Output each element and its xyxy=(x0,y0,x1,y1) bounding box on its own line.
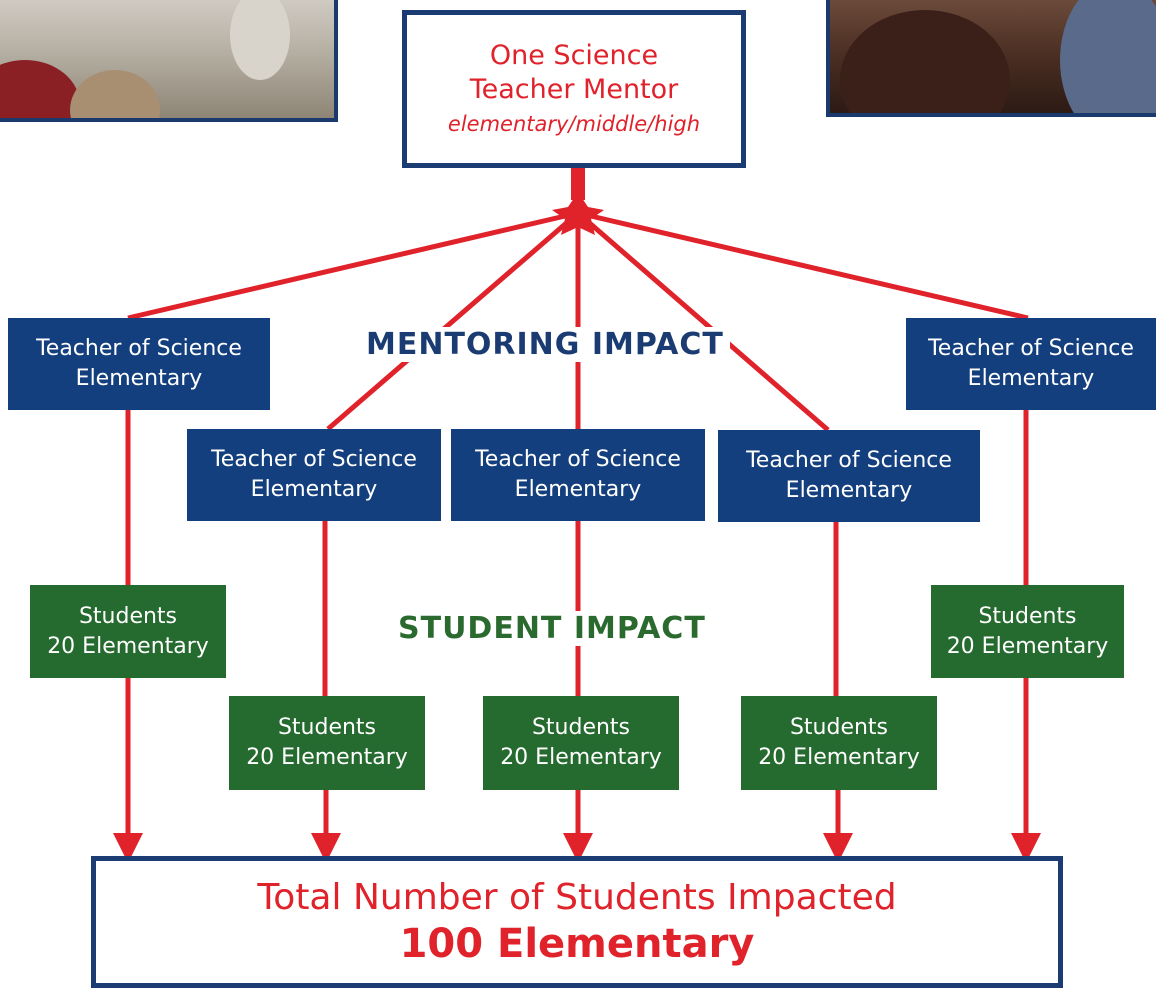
students-box-2: Students 20 Elementary xyxy=(229,696,425,790)
teacher-box-1: Teacher of Science Elementary xyxy=(8,318,270,410)
connector-hub-teacher-1 xyxy=(127,210,579,321)
mentor-title-line-2: Teacher Mentor xyxy=(469,74,679,105)
students-label: Students xyxy=(531,715,631,740)
photo-figure-left xyxy=(0,60,80,118)
mentor-title-line-1: One Science xyxy=(489,40,659,71)
mentoring-impact-heading: MENTORING IMPACT xyxy=(360,327,730,362)
classroom-photo-left xyxy=(0,0,338,122)
teacher-box-3: Teacher of Science Elementary xyxy=(451,429,705,521)
connector-hub-teacher-4 xyxy=(576,211,830,432)
connector-hub-teacher-2 xyxy=(326,211,580,431)
teacher-title: Teacher of Science xyxy=(211,447,417,472)
students-count: 20 Elementary xyxy=(47,633,209,659)
photo-figure-right xyxy=(230,0,290,80)
students-box-4: Students 20 Elementary xyxy=(741,696,937,790)
teacher-level: Elementary xyxy=(967,366,1095,391)
photo-figure-center xyxy=(70,70,160,118)
students-box-5: Students 20 Elementary xyxy=(931,585,1124,678)
students-box-1: Students 20 Elementary xyxy=(30,585,226,678)
students-label: Students xyxy=(78,603,178,629)
students-box-3: Students 20 Elementary xyxy=(483,696,679,790)
teacher-title: Teacher of Science xyxy=(475,447,681,472)
mentor-box: One Science Teacher Mentor elementary/mi… xyxy=(402,10,746,168)
total-value: 100 Elementary xyxy=(399,921,755,967)
connector-hub-teacher-5 xyxy=(577,210,1029,321)
student-impact-heading: STUDENT IMPACT xyxy=(392,611,712,646)
teacher-box-4: Teacher of Science Elementary xyxy=(718,430,980,522)
teacher-level: Elementary xyxy=(250,477,378,502)
classroom-photo-right xyxy=(826,0,1156,117)
teacher-box-5: Teacher of Science Elementary xyxy=(906,318,1156,410)
students-label: Students xyxy=(789,715,889,740)
teacher-level: Elementary xyxy=(514,477,642,502)
students-count: 20 Elementary xyxy=(758,745,920,770)
students-label: Students xyxy=(277,715,377,740)
total-label: Total Number of Students Impacted xyxy=(257,877,897,918)
students-count: 20 Elementary xyxy=(946,633,1109,659)
teacher-title: Teacher of Science xyxy=(36,336,242,361)
mentor-level: elementary/middle/high xyxy=(447,112,701,136)
students-count: 20 Elementary xyxy=(500,745,662,770)
students-count: 20 Elementary xyxy=(246,745,408,770)
photo-hair xyxy=(840,10,1010,113)
teacher-level: Elementary xyxy=(785,478,913,503)
teacher-box-2: Teacher of Science Elementary xyxy=(187,429,441,521)
teacher-title: Teacher of Science xyxy=(746,448,952,473)
total-box: Total Number of Students Impacted 100 El… xyxy=(91,856,1063,988)
teacher-title: Teacher of Science xyxy=(928,336,1134,361)
photo-shirt xyxy=(1060,0,1156,113)
students-label: Students xyxy=(978,603,1077,629)
teacher-level: Elementary xyxy=(75,366,203,391)
